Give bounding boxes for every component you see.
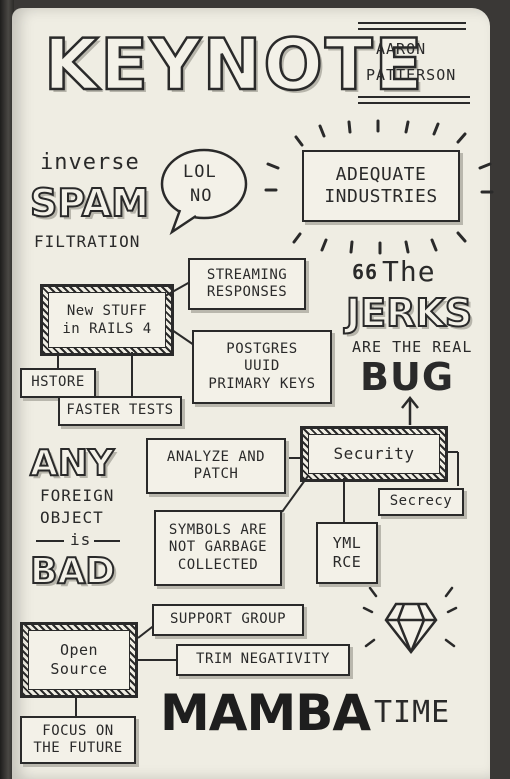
analyze-patch-box: ANALYZE AND PATCH: [146, 438, 286, 494]
company-line-2: INDUSTRIES: [324, 186, 438, 207]
bubble-lol: LOL: [183, 162, 217, 182]
foreign-word: FOREIGN: [40, 486, 115, 505]
speaker-rule-top: [358, 22, 466, 24]
security-connectors: [281, 451, 459, 522]
diamond-icon: [384, 602, 438, 655]
hstore-box: HSTORE: [20, 368, 96, 398]
faster-tests-box: FASTER TESTS: [58, 396, 182, 426]
postgres-uuid-box: POSTGRES UUID PRIMARY KEYS: [192, 330, 332, 404]
quote-mark: 66: [352, 260, 379, 284]
open-source-hatched-box: Open Source: [20, 622, 138, 698]
focus-future-box: FOCUS ON THE FUTURE: [20, 716, 136, 764]
speech-bubble-shape: [160, 148, 248, 220]
sunburst-rays: [264, 119, 494, 255]
bug-arrow: [401, 395, 419, 425]
open-source-label: Open Source: [28, 630, 130, 690]
spam-inverse: inverse: [40, 150, 140, 175]
speaker-rule-bottom-2: [358, 102, 470, 104]
secrecy-box: Secrecy: [378, 488, 464, 516]
streaming-responses-box: STREAMING RESPONSES: [188, 258, 306, 310]
rails4-hatched-box: New STUFF in RAILS 4: [40, 284, 174, 356]
object-word: OBJECT: [40, 508, 104, 527]
speaker-rule-bottom: [358, 96, 470, 98]
security-hatched-box: Security: [300, 426, 448, 482]
spam-filtration: FILTRATION: [34, 232, 141, 251]
quote-bug: BUG: [360, 355, 455, 399]
quote-are-the-real: ARE THE REAL: [352, 338, 473, 356]
bad-word: BAD: [29, 551, 116, 592]
mamba-word: MAMBA: [160, 684, 371, 742]
rails4-label: New STUFF in RAILS 4: [48, 292, 166, 348]
trim-negativity-box: TRIM NEGATIVITY: [176, 644, 350, 676]
bubble-no: NO: [190, 186, 213, 206]
keynote-title: KEYNOTE: [43, 24, 425, 106]
any-word: ANY: [29, 443, 115, 484]
speaker-last-name: PATTERSON: [366, 66, 457, 84]
time-word: TIME: [374, 695, 451, 730]
diamond-sparkles: [362, 586, 458, 648]
speech-bubble-tail: [169, 209, 197, 236]
support-group-box: SUPPORT GROUP: [152, 604, 304, 636]
is-rule-right: [94, 540, 120, 542]
spam-word: SPAM: [29, 181, 150, 225]
is-rule-left: [36, 540, 64, 542]
yml-rce-box: YML RCE: [316, 522, 378, 584]
symbols-box: SYMBOLS ARE NOT GARBAGE COLLECTED: [154, 510, 282, 586]
speaker-first-name: AARON: [376, 40, 427, 58]
is-word: is: [70, 530, 92, 549]
quote-the: The: [382, 255, 436, 288]
company-line-1: ADEQUATE: [335, 163, 427, 185]
notebook-spine: [0, 0, 14, 779]
speaker-rule-top-2: [358, 28, 466, 30]
security-label: Security: [308, 434, 440, 474]
quote-jerks: JERKS: [345, 291, 473, 335]
